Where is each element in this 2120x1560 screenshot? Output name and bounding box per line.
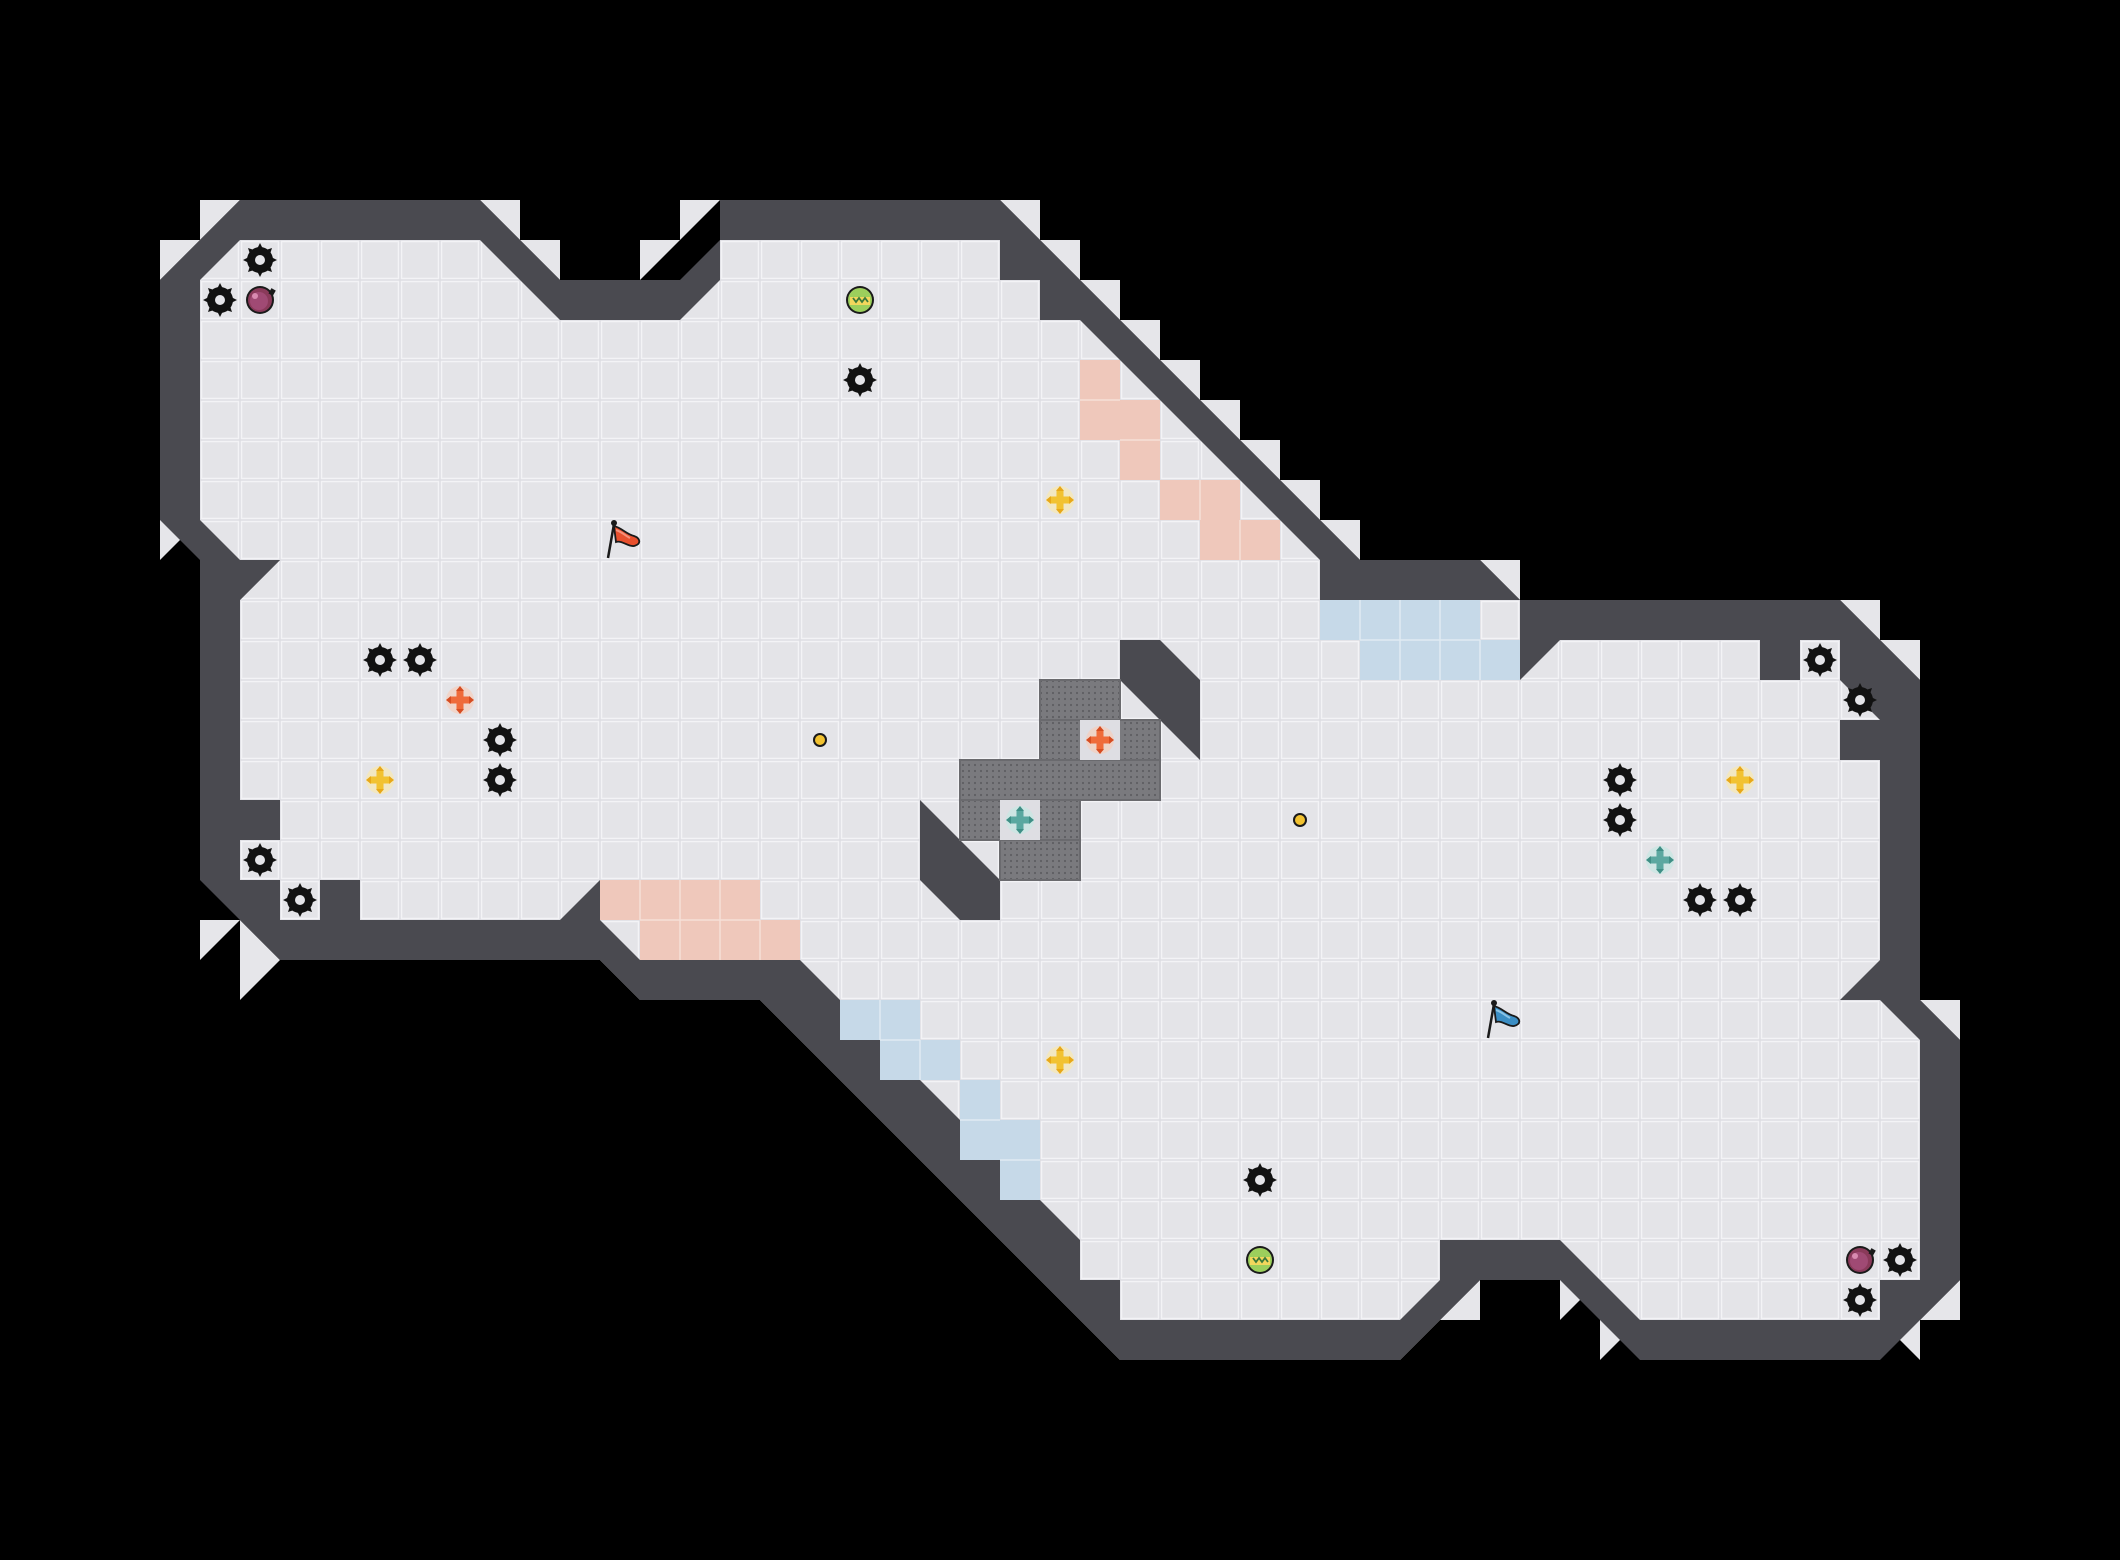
spike-icon (403, 643, 437, 677)
interior-walls (200, 560, 1880, 920)
spike-icon (363, 643, 397, 677)
spike-icon (1683, 883, 1717, 917)
yellow-portal-icon (366, 766, 394, 794)
blue-zone-grid (879, 600, 1481, 1161)
spike-icon (1803, 643, 1837, 677)
yellow-portal-icon (1046, 1046, 1074, 1074)
spike-icon (483, 763, 517, 797)
powerup-icon (813, 733, 827, 747)
spike-icon (1243, 1163, 1277, 1197)
spike-icon (1843, 1283, 1877, 1317)
powerup-icon (1293, 813, 1307, 827)
spike-icon (1603, 803, 1637, 837)
yellow-portal-icon (1046, 486, 1074, 514)
spike-icon (283, 883, 317, 917)
spike-icon (203, 283, 237, 317)
spike-icon (1603, 763, 1637, 797)
spike-icon (1883, 1243, 1917, 1277)
spike-icon (843, 363, 877, 397)
spike-icon (1843, 683, 1877, 717)
spike-icon (243, 843, 277, 877)
boost-icon (845, 285, 875, 315)
teal-portal-icon (1006, 806, 1034, 834)
teal-portal-icon (1646, 846, 1674, 874)
boost-icon (1245, 1245, 1275, 1275)
spike-icon (483, 723, 517, 757)
yellow-portal-icon (1726, 766, 1754, 794)
orange-portal-icon (446, 686, 474, 714)
red-zone-grid (639, 399, 1241, 960)
spike-icon (243, 243, 277, 277)
spike-icon (1723, 883, 1757, 917)
orange-portal-icon (1086, 726, 1114, 754)
